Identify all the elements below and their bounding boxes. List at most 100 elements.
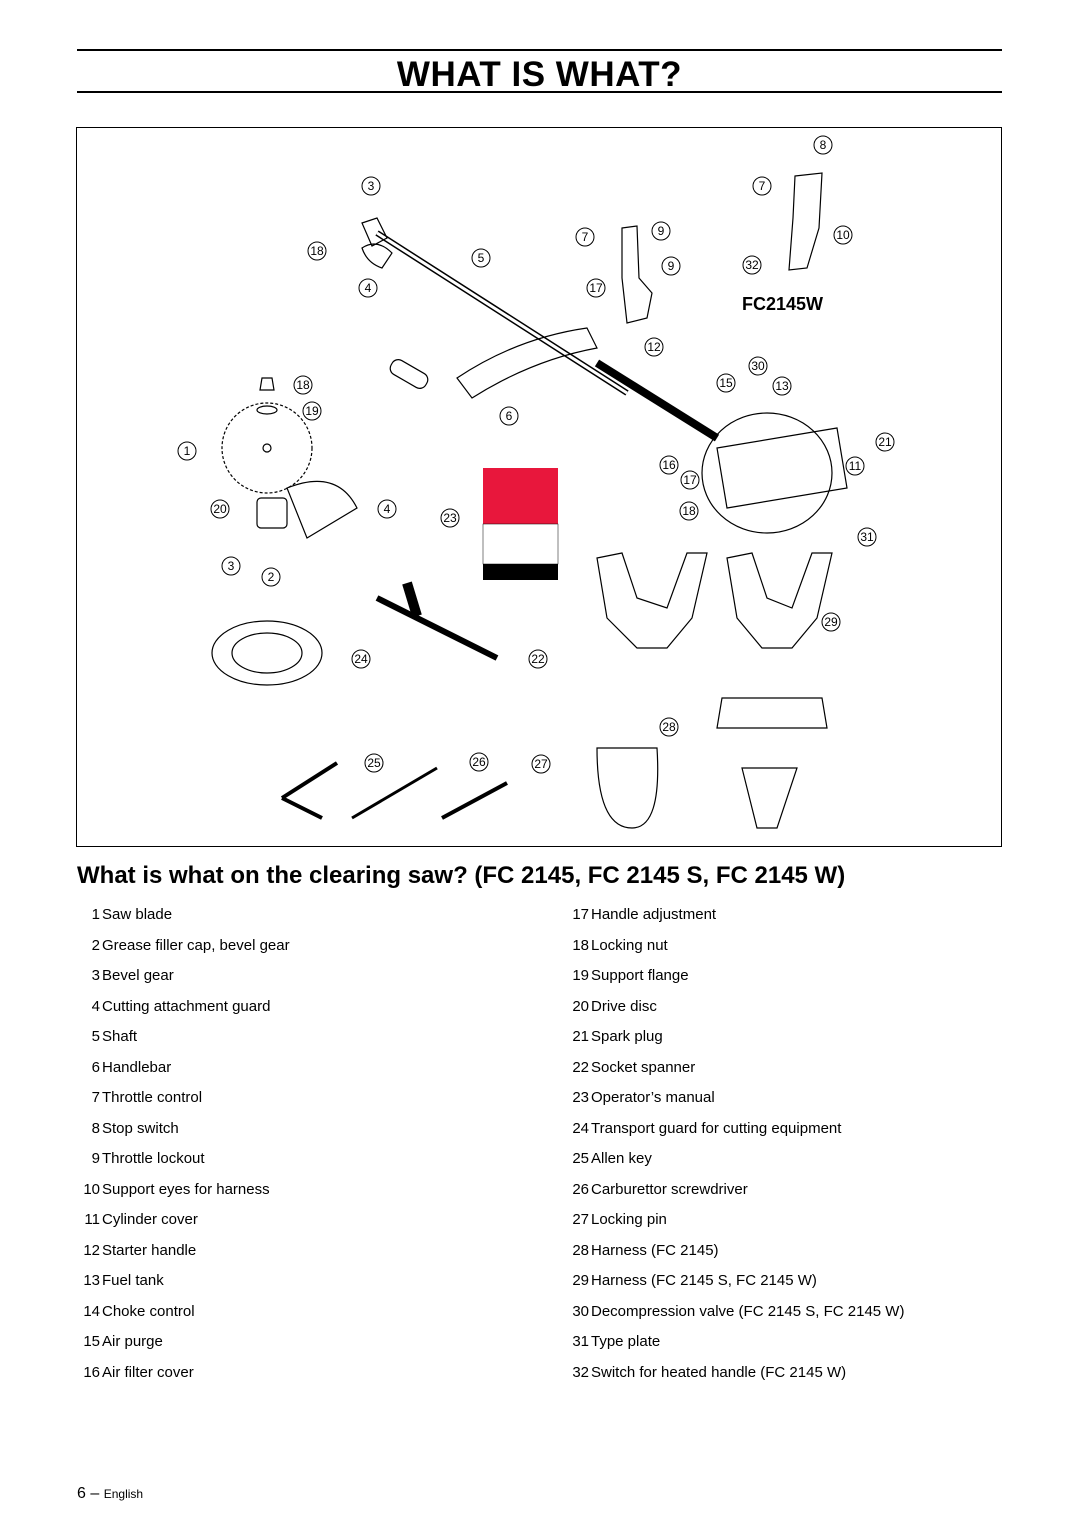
socket-spanner-drawing	[375, 595, 499, 661]
svg-text:9: 9	[668, 259, 675, 273]
part-number: 11	[84, 1211, 100, 1228]
guard-drawing	[286, 480, 358, 539]
part-label: Type plate	[591, 1333, 661, 1350]
part-label: Spark plug	[591, 1028, 663, 1045]
svg-text:1: 1	[184, 444, 191, 458]
svg-text:27: 27	[534, 757, 548, 771]
svg-text:13: 13	[775, 379, 789, 393]
part-label: Locking pin	[591, 1211, 667, 1228]
part-label: Support flange	[591, 967, 689, 984]
part-label: Drive disc	[591, 997, 657, 1015]
section-heading: What is what on the clearing saw? (FC 21…	[77, 862, 846, 889]
svg-text:12: 12	[647, 340, 661, 354]
model-label: FC2145W	[742, 294, 824, 314]
svg-text:6: 6	[506, 409, 513, 423]
page-footer: 6 – English	[77, 1485, 143, 1503]
locking-nut-drawing	[259, 377, 275, 391]
svg-text:19: 19	[305, 404, 319, 418]
part-label: Air purge	[102, 1333, 163, 1350]
part-number: 26	[572, 1180, 589, 1198]
part-label: Choke control	[102, 1302, 195, 1320]
svg-text:3: 3	[228, 559, 235, 573]
part-number: 2	[91, 936, 100, 954]
svg-text:26: 26	[472, 755, 486, 769]
support-flange-drawing	[256, 405, 278, 415]
svg-text:3: 3	[368, 179, 375, 193]
parts-illustration: 3 18 5 4 7 9 9 17 8 7 10 32 12 30 15 13 …	[76, 127, 1002, 847]
handlebar-drawing	[456, 327, 598, 399]
svg-text:25: 25	[367, 756, 381, 770]
part-label: Socket spanner	[591, 1058, 696, 1076]
engine-drawing	[701, 412, 833, 534]
svg-text:28: 28	[662, 720, 676, 734]
svg-text:9: 9	[658, 224, 665, 238]
harness-fc2145sw-drawing	[726, 552, 833, 649]
page-number: 6	[77, 1485, 86, 1502]
part-label: Carburettor screwdriver	[591, 1180, 748, 1198]
part-number: 9	[91, 1150, 100, 1167]
part-number: 27	[572, 1211, 589, 1228]
svg-text:22: 22	[531, 652, 545, 666]
part-label: Starter handle	[102, 1241, 197, 1259]
part-number: 7	[91, 1089, 100, 1106]
svg-text:4: 4	[384, 502, 391, 516]
part-label: Harness (FC 2145 S, FC 2145 W)	[591, 1272, 817, 1289]
footer-separator: –	[90, 1485, 100, 1502]
title-underline	[77, 91, 1002, 93]
part-number: 16	[83, 1363, 100, 1381]
svg-text:30: 30	[751, 359, 765, 373]
svg-text:11: 11	[849, 459, 862, 473]
part-number: 29	[572, 1272, 589, 1289]
part-number: 12	[83, 1241, 100, 1259]
part-label: Fuel tank	[102, 1272, 164, 1289]
part-number: 5	[91, 1028, 100, 1045]
part-label: Bevel gear	[102, 967, 174, 984]
svg-text:2: 2	[268, 570, 275, 584]
part-label: Support eyes for harness	[102, 1180, 270, 1198]
part-number: 10	[83, 1180, 100, 1198]
part-label: Air filter cover	[102, 1363, 194, 1381]
part-number: 20	[572, 997, 589, 1015]
part-number: 19	[572, 967, 589, 984]
transport-guard-drawing	[211, 620, 323, 686]
part-label: Harness (FC 2145)	[591, 1241, 719, 1259]
svg-text:31: 31	[860, 530, 874, 544]
footer-language: English	[103, 1487, 144, 1501]
part-number: 14	[83, 1302, 100, 1320]
svg-text:5: 5	[478, 251, 485, 265]
part-number: 13	[83, 1272, 100, 1289]
part-number: 4	[91, 997, 100, 1015]
part-number: 23	[572, 1089, 589, 1106]
part-number: 21	[572, 1028, 589, 1045]
part-number: 32	[572, 1363, 589, 1381]
svg-text:17: 17	[683, 473, 697, 487]
svg-text:20: 20	[213, 502, 227, 516]
part-label: Locking nut	[591, 936, 668, 954]
part-number: 18	[572, 936, 589, 954]
part-label: Transport guard for cutting equipment	[591, 1119, 842, 1137]
saw-blade-drawing	[221, 402, 313, 494]
svg-text:18: 18	[682, 504, 696, 518]
part-label: Shaft	[102, 1028, 138, 1045]
part-label: Stop switch	[102, 1119, 179, 1137]
locking-pin-drawing	[441, 781, 508, 820]
svg-text:24: 24	[354, 652, 368, 666]
part-number: 3	[91, 967, 100, 984]
